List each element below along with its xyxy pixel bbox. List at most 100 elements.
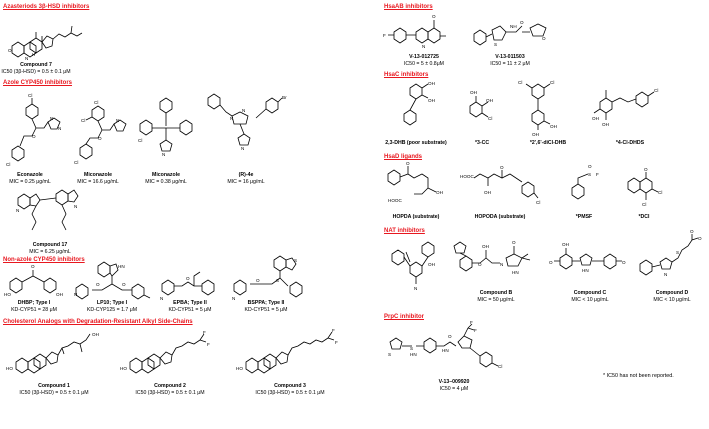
svg-text:N: N <box>50 116 53 121</box>
svg-text:S: S <box>494 42 497 47</box>
svg-text:O: O <box>448 334 452 339</box>
svg-text:Cl: Cl <box>6 162 10 167</box>
svg-text:N: N <box>232 296 235 301</box>
svg-text:O: O <box>96 282 100 287</box>
svg-text:Br: Br <box>282 95 287 100</box>
svg-text:O: O <box>31 264 35 269</box>
compound-2-structure: HO F F <box>120 330 210 380</box>
svg-text:OH: OH <box>56 292 63 297</box>
compound-1-structure: HO OH <box>6 332 99 380</box>
svg-text:N: N <box>116 118 119 123</box>
svg-text:O: O <box>622 260 626 265</box>
dci-label: *DCI <box>638 214 650 220</box>
svg-text:OH: OH <box>602 122 609 127</box>
bsppa-structure: S N S O <box>232 256 312 301</box>
svg-text:O: O <box>8 48 12 53</box>
dicl-dhb-structure: Cl Cl OH OH <box>518 80 557 137</box>
svg-text:Cl: Cl <box>642 202 646 207</box>
hsaab-header: HsaAB inhibitors <box>384 4 433 10</box>
3cc-structure: OH OH Cl <box>460 90 493 121</box>
dhbp-structure: O HO OH <box>4 264 63 297</box>
svg-text:F: F <box>332 328 335 333</box>
svg-text:O: O <box>698 236 702 241</box>
svg-text:S: S <box>676 250 679 255</box>
svg-text:O: O <box>98 136 102 141</box>
hopda-label: HOPDA (substrate) <box>392 214 440 220</box>
hsac-header: HsaC inhibitors <box>384 72 429 78</box>
compound-b-structure: O OH N O HN <box>450 240 544 275</box>
svg-text:Cl: Cl <box>536 200 540 205</box>
svg-text:OH: OH <box>482 244 489 249</box>
svg-text:Cl: Cl <box>488 116 492 121</box>
svg-text:O: O <box>512 240 516 245</box>
svg-text:HN: HN <box>512 270 519 275</box>
svg-text:N: N <box>241 146 244 151</box>
dci-structure: O Cl Cl <box>622 167 662 207</box>
svg-text:N: N <box>74 204 77 209</box>
svg-text:F: F <box>207 342 210 347</box>
svg-text:N: N <box>25 56 28 61</box>
compound-c-structure: O OH HN O <box>549 242 626 273</box>
miconazole-1-structure: Cl Cl O Cl N <box>74 100 128 165</box>
hsad-header: HsaD ligands <box>384 154 423 160</box>
3cc-label: *3-CC <box>474 140 490 146</box>
r4e-structure: N N Br N <box>204 88 287 151</box>
nat-header: NAT inhibitors <box>384 228 425 234</box>
svg-text:O: O <box>256 278 260 283</box>
svg-text:F: F <box>474 328 477 333</box>
svg-text:O: O <box>549 260 553 265</box>
svg-text:OH: OH <box>428 98 435 103</box>
svg-text:N: N <box>58 126 61 131</box>
lp10-structure: N HN O O <box>74 262 156 302</box>
svg-text:O: O <box>690 229 694 234</box>
svg-text:O: O <box>32 134 36 139</box>
cl-dhds-label: *4-Cl-DHDS <box>615 140 645 146</box>
compound-d-structure: S O O N <box>636 229 702 277</box>
compound-17-structure: N N <box>16 188 84 238</box>
v13-012725-structure: F O N <box>383 14 466 49</box>
svg-text:Cl: Cl <box>550 80 554 85</box>
econazole-structure: Cl O Cl N N <box>6 93 61 167</box>
svg-text:F: F <box>470 320 473 325</box>
svg-text:OH: OH <box>486 98 493 103</box>
svg-text:O: O <box>478 262 482 267</box>
svg-text:F: F <box>383 33 386 38</box>
svg-text:O: O <box>542 36 546 41</box>
v13-011503-structure: S NH O O <box>470 20 562 47</box>
svg-text:F: F <box>203 330 206 335</box>
cholesterol-header: Cholesterol Analogs with Degradation-Res… <box>3 319 193 325</box>
pmsf-structure: S F O <box>566 164 599 212</box>
svg-text:N: N <box>160 296 163 301</box>
svg-text:O: O <box>500 165 504 170</box>
svg-text:N: N <box>500 262 503 267</box>
svg-text:O: O <box>186 276 190 281</box>
cl-dhds-structure: OH OH Cl <box>592 88 658 127</box>
svg-text:HN: HN <box>410 352 417 357</box>
svg-text:OH: OH <box>562 242 569 247</box>
svg-text:OH: OH <box>550 124 557 129</box>
svg-text:HO: HO <box>120 366 127 371</box>
prpc-header: PrpC inhibitor <box>384 314 424 320</box>
svg-text:S: S <box>588 172 591 177</box>
svg-text:HN: HN <box>118 264 125 269</box>
epba-structure: N O <box>160 266 226 301</box>
svg-text:O: O <box>588 164 592 169</box>
svg-text:N: N <box>162 152 165 157</box>
v13-009920-structure: S S HN HN O F F Cl <box>388 320 502 369</box>
